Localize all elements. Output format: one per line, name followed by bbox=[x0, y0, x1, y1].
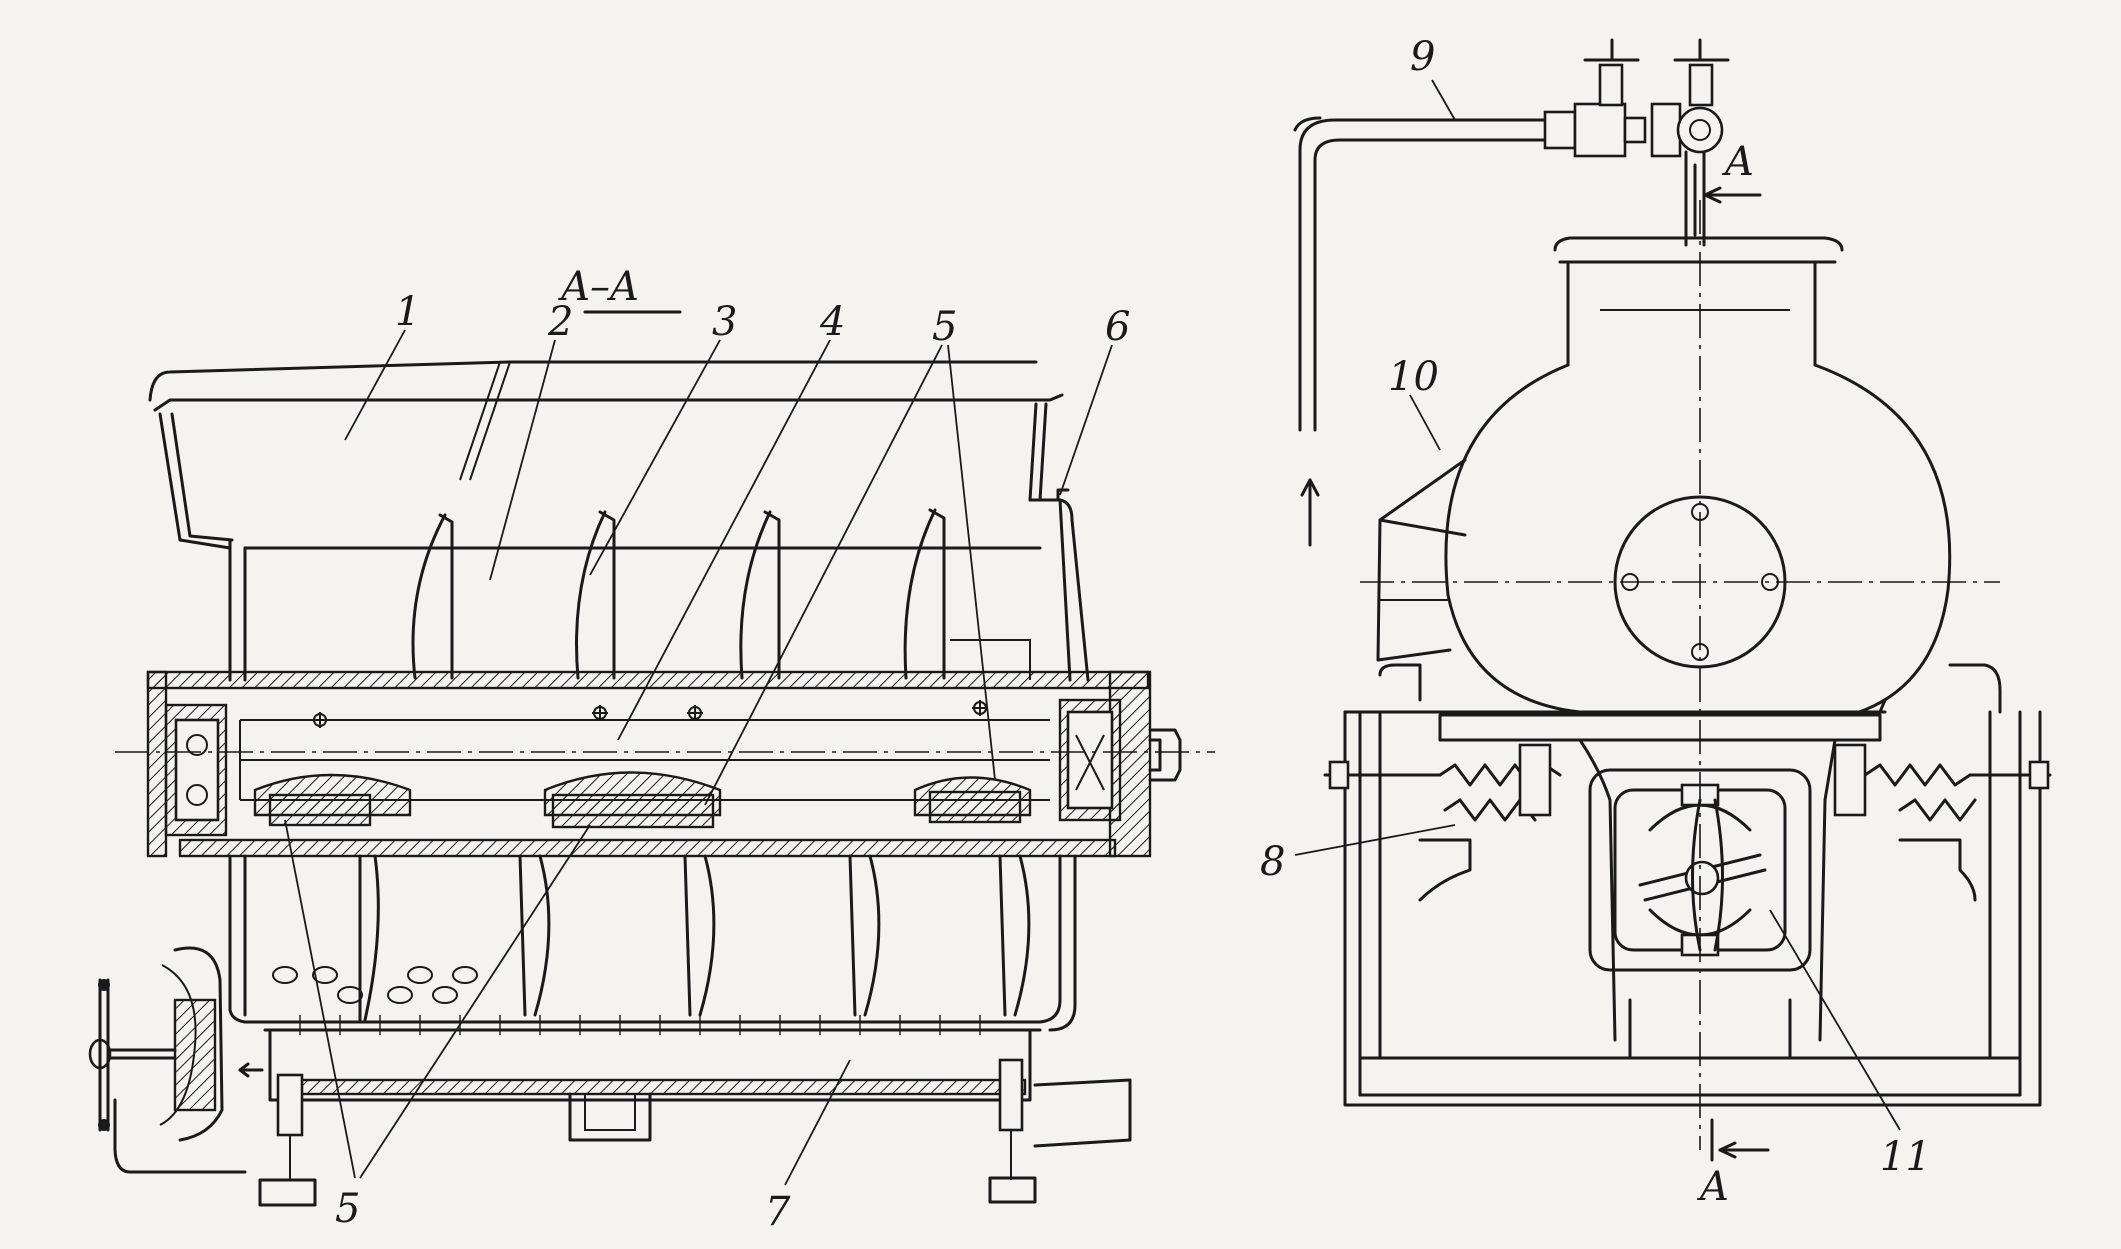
eccentric-weights bbox=[253, 771, 1032, 829]
hopper bbox=[148, 360, 1064, 550]
callout-6: 6 bbox=[1105, 304, 1130, 350]
upper-paddles bbox=[411, 508, 946, 680]
callout-1: 1 bbox=[395, 289, 420, 335]
callout-5-bottom: 5 bbox=[335, 1186, 360, 1232]
frame bbox=[1323, 663, 2052, 1107]
callouts-right: 9 10 8 11 bbox=[1260, 34, 1931, 1180]
callout-3: 3 bbox=[712, 299, 737, 345]
adjusting-feet bbox=[238, 1058, 1037, 1207]
callout-5-top: 5 bbox=[932, 304, 957, 350]
callout-4: 4 bbox=[819, 299, 845, 345]
handwheel-valve bbox=[88, 946, 224, 1142]
callout-7: 7 bbox=[765, 1189, 791, 1235]
callout-9: 9 bbox=[1410, 34, 1435, 80]
front-view: A bbox=[1260, 34, 2052, 1210]
callout-2: 2 bbox=[547, 299, 573, 345]
callout-11: 11 bbox=[1880, 1134, 1931, 1180]
drum bbox=[1428, 236, 1952, 717]
lower-chamber bbox=[113, 854, 1132, 1174]
section-title: A–A bbox=[557, 264, 639, 310]
callout-10: 10 bbox=[1388, 354, 1439, 400]
cut-mark-top: A bbox=[1693, 139, 1762, 237]
shaft-housing bbox=[146, 670, 1182, 858]
cut-label-top: A bbox=[1721, 139, 1754, 185]
callouts-left: 1 2 3 4 5 6 7 5 bbox=[284, 289, 1130, 1235]
vibrator-unit bbox=[1578, 738, 1837, 1060]
cut-mark-bottom: A bbox=[1696, 1118, 1770, 1210]
callout-8: 8 bbox=[1260, 839, 1285, 885]
section-view-a-a: A–A bbox=[88, 264, 1215, 1235]
cut-label-bottom: A bbox=[1696, 1164, 1729, 1210]
steam-pipe bbox=[1293, 38, 1730, 547]
discharge-chute bbox=[1376, 458, 1467, 662]
